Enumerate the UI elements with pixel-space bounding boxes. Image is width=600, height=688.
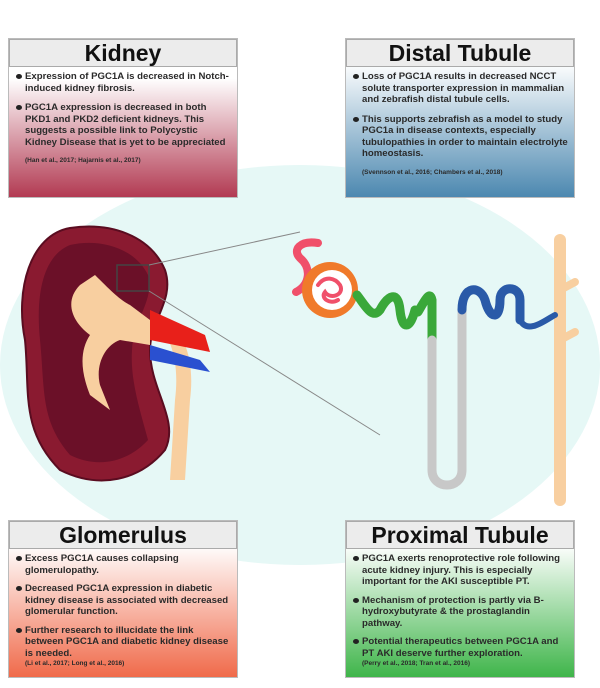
- bullet: Loss of PGC1A results in decreased NCCT …: [352, 71, 568, 106]
- bullet: This supports zebrafish as a model to st…: [352, 114, 568, 160]
- reference: (Li et al., 2017; Long et al., 2016): [25, 660, 125, 667]
- reference: (Svennson et al., 2016; Chambers et al.,…: [362, 168, 503, 176]
- bullet: Expression of PGC1A is decreased in Notc…: [15, 71, 231, 94]
- proximal-tubule-panel: Proximal Tubule PGC1A exerts renoprotect…: [345, 520, 575, 678]
- bullet: Potential therapeutics between PGC1A and…: [352, 636, 568, 659]
- glomerulus-panel: Glomerulus Excess PGC1A causes collapsin…: [8, 520, 238, 678]
- bullet: PGC1A exerts renoprotective role followi…: [352, 553, 568, 588]
- reference: (Han et al., 2017; Hajarnis et al., 2017…: [25, 157, 141, 164]
- kidney-panel: Kidney Expression of PGC1A is decreased …: [8, 38, 238, 198]
- reference: (Perry et al., 2018; Tran et al., 2016): [362, 660, 471, 667]
- bullet: PGC1A expression is decreased in both PK…: [15, 102, 231, 148]
- nephron-illustration: [292, 234, 579, 506]
- bullet: Further research to illucidate the link …: [15, 625, 231, 660]
- bullet: Mechanism of protection is partly via B-…: [352, 595, 568, 630]
- kidney-illustration: [21, 225, 381, 482]
- panel-title: Glomerulus: [9, 521, 237, 549]
- panel-title: Proximal Tubule: [346, 521, 574, 549]
- bullet: Excess PGC1A causes collapsing glomerulo…: [15, 553, 231, 576]
- distal-tubule-panel: Distal Tubule Loss of PGC1A results in d…: [345, 38, 575, 198]
- panel-title: Distal Tubule: [346, 39, 574, 67]
- panel-title: Kidney: [9, 39, 237, 67]
- bullet: Decreased PGC1A expression in diabetic k…: [15, 583, 231, 618]
